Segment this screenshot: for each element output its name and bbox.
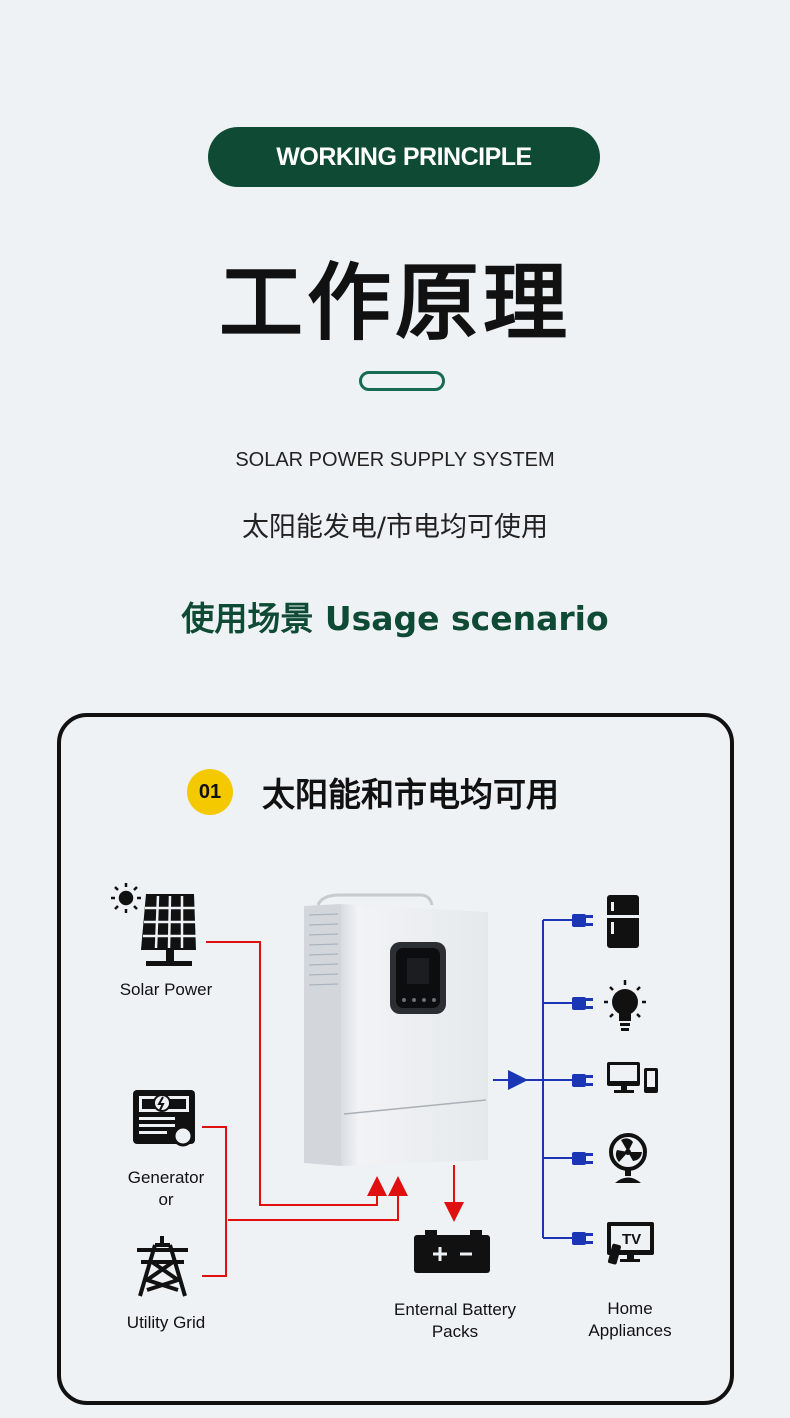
- scenario-number-badge: 01: [187, 769, 233, 815]
- utility-grid-label: Utility Grid: [126, 1313, 206, 1332]
- battery-label: Enternal Battery: [394, 1300, 516, 1319]
- subtitle-english: SOLAR POWER SUPPLY SYSTEM: [235, 449, 555, 471]
- fan-icon: [609, 1133, 647, 1183]
- computer-icon: [607, 1062, 658, 1093]
- light-bulb-icon: [604, 980, 646, 1031]
- inverter-device: [304, 893, 488, 1166]
- generator-label: Generator: [127, 1168, 205, 1187]
- scenario-title: 太阳能和市电均可用: [262, 775, 559, 814]
- plug-icon: [572, 914, 593, 927]
- input-lines: [202, 941, 464, 1277]
- page-title: 工作原理: [218, 254, 571, 352]
- tv-text: TV: [622, 1231, 641, 1248]
- plug-icon: [572, 997, 593, 1010]
- appliances-label: Appliances: [588, 1321, 672, 1340]
- refrigerator-icon: [607, 895, 639, 948]
- plug-icon: [572, 1232, 593, 1245]
- plug-icons: [572, 914, 593, 1245]
- solar-power-label: Solar Power: [119, 980, 213, 999]
- output-lines: [493, 919, 572, 1239]
- solar-panel-icon: [141, 894, 196, 966]
- home-label: Home: [607, 1299, 653, 1318]
- plug-icon: [572, 1074, 593, 1087]
- subtitle-chinese: 太阳能发电/市电均可使用: [241, 512, 549, 543]
- sun-icon: [111, 883, 141, 913]
- battery-icon: [414, 1230, 490, 1273]
- generator-or-label: or: [158, 1190, 174, 1209]
- working-principle-badge: WORKING PRINCIPLE: [208, 127, 600, 187]
- tv-icon: TV: [607, 1222, 654, 1265]
- decorative-capsule: [359, 371, 445, 391]
- plug-icon: [572, 1152, 593, 1165]
- generator-icon: [133, 1090, 195, 1147]
- usage-scenario-heading: 使用场景 Usage scenario: [181, 599, 609, 638]
- transmission-tower-icon: [137, 1236, 188, 1297]
- battery-packs-label: Packs: [431, 1322, 479, 1341]
